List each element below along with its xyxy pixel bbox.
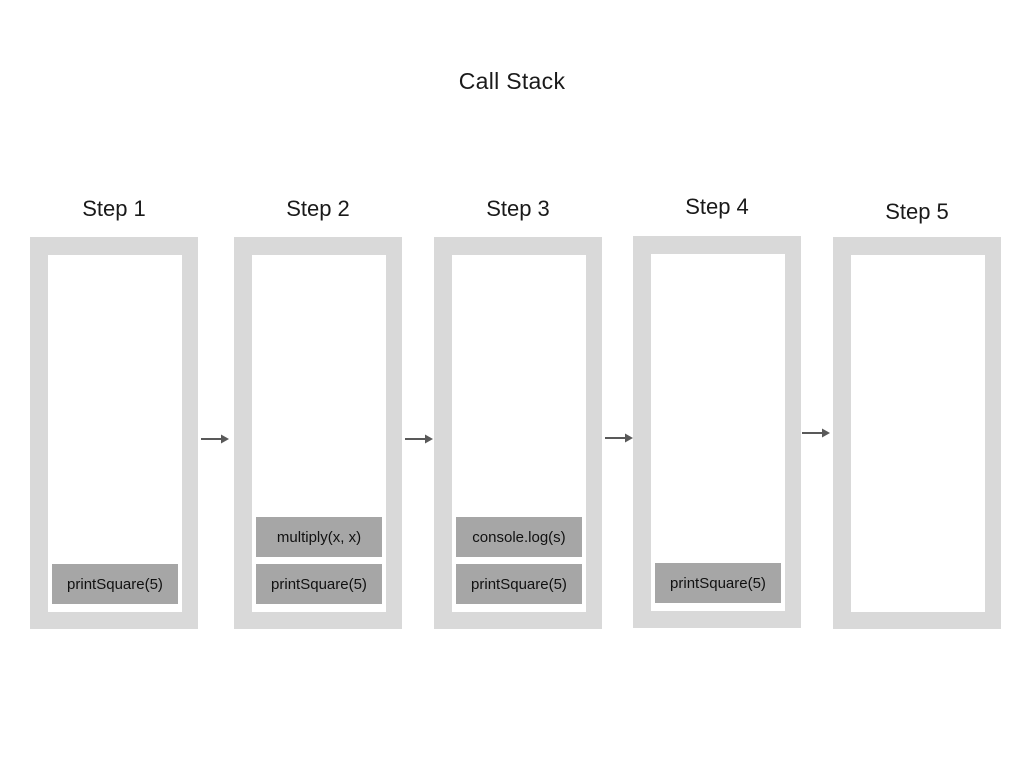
arrow-right-icon (405, 433, 433, 445)
step-5-stack-container (833, 237, 1001, 629)
step-1-label: Step 1 (82, 196, 146, 221)
page-title: Call Stack (458, 68, 566, 94)
arrow-right-icon (605, 432, 633, 444)
step-4-stack-area: printSquare(5) (651, 254, 785, 611)
arrow-right-icon (201, 433, 229, 445)
step-2-label: Step 2 (286, 196, 350, 221)
step-5-label: Step 5 (885, 199, 949, 224)
step-3-stack-container: console.log(s) printSquare(5) (434, 237, 602, 629)
step-3-stack-area: console.log(s) printSquare(5) (452, 255, 586, 612)
stack-frame-printsquare: printSquare(5) (655, 563, 781, 603)
step-4-label: Step 4 (685, 194, 749, 219)
step-1-stack-area: printSquare(5) (48, 255, 182, 612)
arrow-right-icon (802, 427, 830, 439)
step-2-stack-area: multiply(x, x) printSquare(5) (252, 255, 386, 612)
step-4-stack-container: printSquare(5) (633, 236, 801, 628)
stack-frame-multiply: multiply(x, x) (256, 517, 382, 557)
stack-frame-printsquare: printSquare(5) (256, 564, 382, 604)
step-1-stack-container: printSquare(5) (30, 237, 198, 629)
step-5-stack-area (851, 255, 985, 612)
step-3-label: Step 3 (486, 196, 550, 221)
stack-frame-consolelog: console.log(s) (456, 517, 582, 557)
step-2-stack-container: multiply(x, x) printSquare(5) (234, 237, 402, 629)
stack-frame-printsquare: printSquare(5) (52, 564, 178, 604)
stack-frame-printsquare: printSquare(5) (456, 564, 582, 604)
